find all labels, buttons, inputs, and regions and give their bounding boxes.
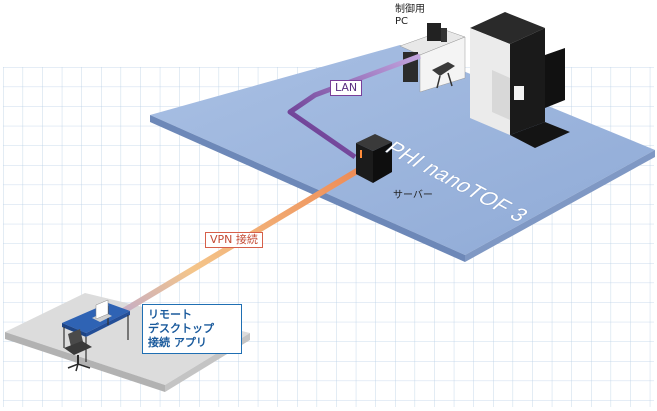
lan-label: LAN bbox=[330, 80, 363, 96]
instrument-icon bbox=[470, 12, 570, 148]
lan-connection-line bbox=[287, 53, 421, 160]
control-pc-label-line1: 制御用 bbox=[395, 4, 425, 15]
server-label: サーバー bbox=[393, 190, 433, 201]
vpn-label: VPN 接続 bbox=[205, 232, 263, 248]
laptop-icon bbox=[92, 299, 112, 322]
control-pc-label-line2: PC bbox=[395, 16, 409, 27]
server-tower-icon bbox=[356, 134, 392, 183]
lab-floor bbox=[150, 45, 655, 262]
remote-app-line3: 接続 アプリ bbox=[148, 336, 207, 349]
remote-desktop-app-label: リモート デスクトップ 接続 アプリ bbox=[142, 304, 242, 354]
remote-app-line2: デスクトップ bbox=[148, 322, 214, 335]
control-pc-label: 制御用 PC bbox=[395, 4, 425, 28]
remote-app-line1: リモート bbox=[148, 308, 192, 321]
office-chair-icon bbox=[64, 329, 92, 372]
